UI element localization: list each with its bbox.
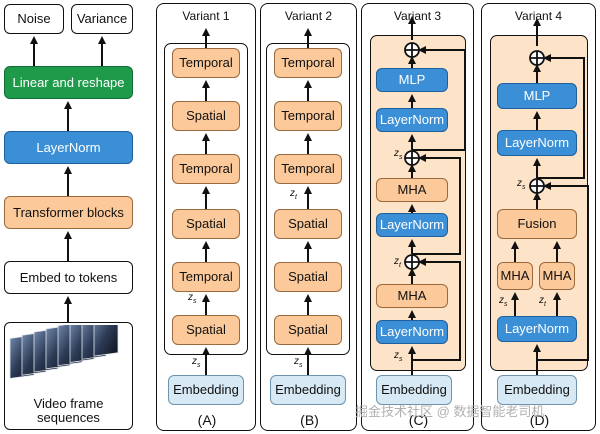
v3-layernorm-2-box: LayerNorm bbox=[376, 213, 448, 237]
v2-zs-label: zs bbox=[294, 356, 303, 369]
variant1-caption: (A) bbox=[197, 412, 217, 428]
v2-block-label: Temporal bbox=[281, 55, 335, 70]
v4-zt-label-low: zt bbox=[539, 295, 546, 308]
v4-block-label: LayerNorm bbox=[504, 135, 570, 150]
v2-block-spatial-3: Spatial bbox=[274, 315, 342, 345]
v3-layernorm-1-box: LayerNorm bbox=[376, 320, 448, 344]
v1-block-label: Temporal bbox=[179, 161, 233, 176]
v3-embedding-box: Embedding bbox=[376, 375, 452, 405]
v1-block-label: Spatial bbox=[186, 108, 226, 123]
v4-block-label: MHA bbox=[500, 268, 530, 283]
v1-block-spatial-3: Spatial bbox=[172, 315, 240, 345]
v2-zt-label: zt bbox=[290, 188, 297, 201]
variant1-stack-frame bbox=[164, 43, 248, 355]
video-frames-label: Video frame sequences bbox=[33, 396, 104, 425]
variant2-title: Variant 2 bbox=[284, 9, 333, 23]
v3-mha-2-box: MHA bbox=[376, 178, 448, 202]
noise-output-box: Noise bbox=[4, 4, 64, 34]
v4-block-label: LayerNorm bbox=[504, 321, 570, 336]
v4-mlp-box: MLP bbox=[497, 83, 577, 109]
v3-mha-1-box: MHA bbox=[376, 284, 448, 308]
v4-block-label: MLP bbox=[523, 88, 551, 103]
variance-label: Variance bbox=[76, 11, 128, 26]
v2-block-label: Spatial bbox=[288, 322, 328, 337]
left-layernorm-label: LayerNorm bbox=[36, 139, 101, 155]
v1-zs-label-1: zs bbox=[188, 292, 197, 305]
noise-label: Noise bbox=[17, 11, 51, 26]
v2-block-spatial-1: Spatial bbox=[274, 209, 342, 239]
transformer-blocks-box: Transformer blocks bbox=[4, 196, 133, 229]
v4-block-label: Fusion bbox=[517, 216, 557, 231]
v4-block-label: MHA bbox=[542, 268, 572, 283]
v4-embedding-label: Embedding bbox=[504, 382, 570, 397]
v1-block-label: Spatial bbox=[186, 216, 226, 231]
v1-zs-label-2: zs bbox=[192, 356, 201, 369]
embed-tokens-box: Embed to tokens bbox=[4, 261, 133, 294]
v2-block-label: Spatial bbox=[288, 269, 328, 284]
v1-block-temporal-3: Temporal bbox=[172, 262, 240, 292]
v3-block-label: LayerNorm bbox=[379, 112, 445, 127]
embed-tokens-label: Embed to tokens bbox=[19, 269, 118, 285]
v3-mlp-box: MLP bbox=[376, 68, 448, 92]
variant2-caption: (B) bbox=[300, 412, 319, 428]
variant4-title: Variant 4 bbox=[514, 9, 563, 23]
linear-reshape-label: Linear and reshape bbox=[12, 74, 125, 90]
v3-zs-label-1: zs bbox=[394, 148, 403, 161]
v4-mha-temporal-box: MHA bbox=[539, 262, 575, 290]
v2-block-label: Spatial bbox=[288, 216, 328, 231]
variant4-caption: (D) bbox=[529, 412, 550, 428]
v4-layernorm-2-box: LayerNorm bbox=[497, 130, 577, 156]
v1-embedding-label: Embedding bbox=[173, 382, 239, 397]
v3-zs-label-2: zs bbox=[394, 350, 403, 363]
watermark: 掘金技术社区 @ 数据智能老司机 bbox=[355, 404, 545, 419]
v4-zs-label-top: zs bbox=[517, 178, 526, 191]
left-layernorm-box: LayerNorm bbox=[4, 131, 133, 164]
transformer-blocks-label: Transformer blocks bbox=[13, 204, 124, 220]
v2-embedding-label: Embedding bbox=[275, 382, 341, 397]
v3-block-label: LayerNorm bbox=[379, 217, 445, 232]
v1-block-label: Temporal bbox=[179, 269, 233, 284]
v2-block-temporal-1: Temporal bbox=[274, 48, 342, 78]
variant3-title: Variant 3 bbox=[393, 9, 442, 23]
variance-output-box: Variance bbox=[71, 4, 133, 34]
variant3-caption: (C) bbox=[408, 412, 429, 428]
v3-layernorm-3-box: LayerNorm bbox=[376, 108, 448, 132]
v4-mha-spatial-box: MHA bbox=[497, 262, 533, 290]
video-frame-thumbnail bbox=[93, 325, 119, 357]
v3-block-label: MLP bbox=[398, 72, 426, 87]
v3-block-label: MHA bbox=[397, 182, 427, 197]
variant2-stack-frame bbox=[266, 43, 350, 355]
v1-block-label: Spatial bbox=[186, 322, 226, 337]
v3-block-label: LayerNorm bbox=[379, 324, 445, 339]
v1-block-temporal-2: Temporal bbox=[172, 154, 240, 184]
linear-reshape-box: Linear and reshape bbox=[4, 66, 133, 99]
v4-zs-label-low: zs bbox=[499, 295, 508, 308]
v2-block-spatial-2: Spatial bbox=[274, 262, 342, 292]
v2-block-temporal-3: Temporal bbox=[274, 154, 342, 184]
v4-fusion-box: Fusion bbox=[497, 209, 577, 239]
v1-embedding-box: Embedding bbox=[168, 375, 244, 405]
v3-zt-label: zt bbox=[394, 256, 401, 269]
variant1-title: Variant 1 bbox=[182, 9, 230, 23]
v1-block-spatial-1: Spatial bbox=[172, 101, 240, 131]
v3-embedding-label: Embedding bbox=[381, 382, 447, 397]
v3-block-label: MHA bbox=[397, 288, 427, 303]
v1-block-temporal-1: Temporal bbox=[172, 48, 240, 78]
v2-embedding-box: Embedding bbox=[270, 375, 346, 405]
v2-block-temporal-2: Temporal bbox=[274, 101, 342, 131]
v1-block-label: Temporal bbox=[179, 55, 233, 70]
v4-embedding-box: Embedding bbox=[497, 375, 577, 405]
v2-block-label: Temporal bbox=[281, 161, 335, 176]
video-frames-image bbox=[9, 325, 119, 379]
v2-block-label: Temporal bbox=[281, 108, 335, 123]
v1-block-spatial-2: Spatial bbox=[172, 209, 240, 239]
v4-layernorm-1-box: LayerNorm bbox=[497, 316, 577, 342]
